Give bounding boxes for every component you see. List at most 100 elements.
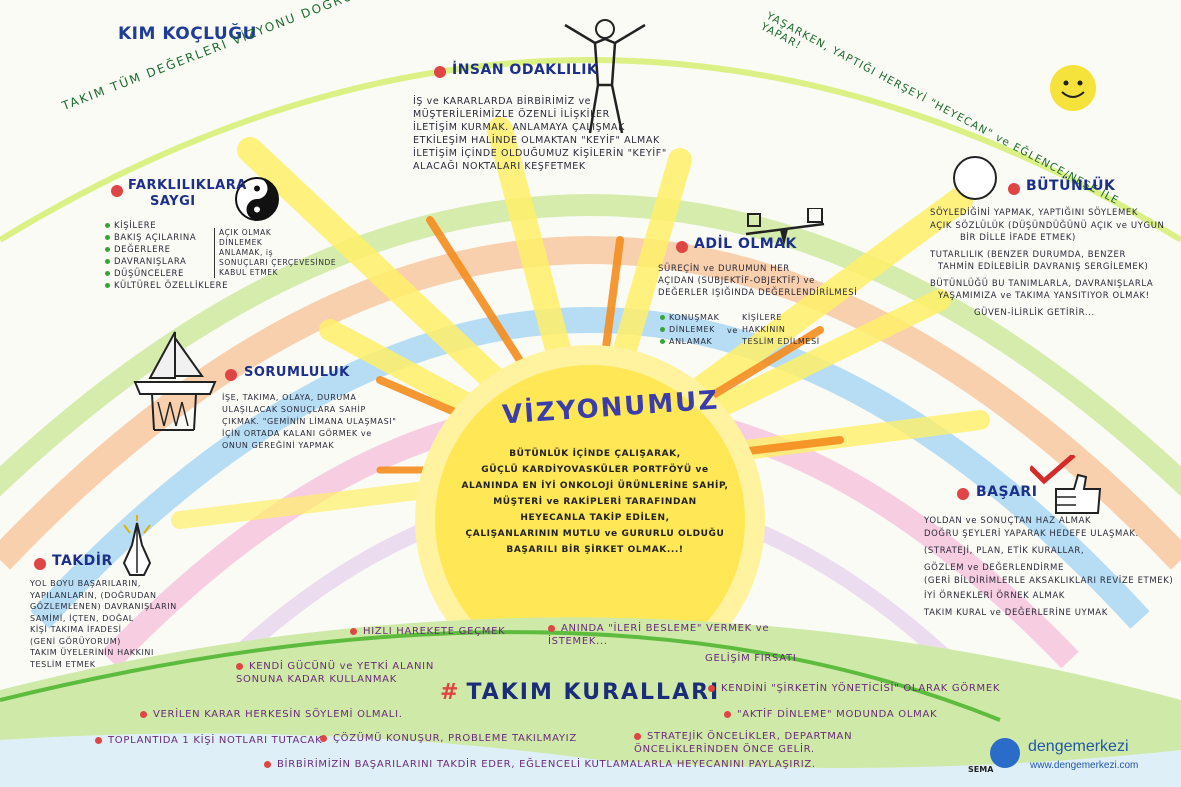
sun-core xyxy=(435,365,745,675)
bullet-dot xyxy=(111,185,123,197)
vision-text: BÜTÜNLÜK İÇİNDE ÇALIŞARAK, GÜÇLÜ KARDİYO… xyxy=(455,446,735,558)
rainbow-arc-orange xyxy=(0,236,1181,570)
smiley-sun-icon xyxy=(1050,65,1096,111)
text-line: İLETİŞİM KURMAK. ANLAMAYA ÇALIŞMAK xyxy=(413,122,625,133)
rule-item: BİRBİRİMİZİN BAŞARILARINI TAKDİR EDER, E… xyxy=(264,758,816,771)
farkliliklara-saygi-title: FARKLILIKLARA SAYGI xyxy=(128,178,247,210)
bullet-dot xyxy=(34,558,46,570)
text-line: İYİ ÖRNEKLERİ ÖRNEK ALMAK xyxy=(924,591,1065,601)
text-line: KABUL ETMEK xyxy=(219,268,279,277)
bullet-dot xyxy=(957,488,969,500)
text-line: (GERİ BİLDİRİMLERLE AKSAKLIKLARI REVİZE … xyxy=(924,576,1174,586)
list-item: DEĞERLERE xyxy=(105,244,228,256)
sailboat-icon xyxy=(130,330,220,440)
takdir-text: YOL BOYU BAŞARILARIN, YAPILANLARIN, (DOĞ… xyxy=(30,578,177,670)
list-item: KONUŞMAK xyxy=(660,312,719,324)
white-circle-icon xyxy=(953,156,997,200)
bullet-dot xyxy=(225,369,237,381)
text-line: GÜÇLÜ KARDİYOVASKÜLER PORTFÖYÜ ve xyxy=(481,465,709,475)
text-line: YAPILANLARIN, (DOĞRUDAN xyxy=(30,590,157,600)
text-line: YOL BOYU BAŞARILARIN, xyxy=(30,579,141,588)
rainbow-arc-blue xyxy=(30,307,1150,629)
text-line: İŞ ve KARARLARDA BİRBİRİMİZ ve xyxy=(413,96,592,107)
adil-olmak-title: ADİL OLMAK xyxy=(694,236,797,252)
scale-icon xyxy=(740,207,830,253)
butunluk-title: BÜTÜNLÜK xyxy=(1026,178,1116,194)
text-line: ÇALIŞANLARININ MUTLU ve GURURLU OLDUĞU xyxy=(465,529,725,539)
sorumluluk-text: İŞE, TAKIMA, OLAYA, DURUMA ULAŞILACAK SO… xyxy=(222,392,397,452)
text-line: TAKIM ÜYELERİNİN HAKKINI xyxy=(30,648,154,657)
text-line: HEYECANLA TAKİP EDİLEN, xyxy=(520,513,670,523)
outer-arc xyxy=(0,57,1181,243)
clouds xyxy=(0,733,1181,787)
title-line: SAYGI xyxy=(150,194,196,209)
ground-edge xyxy=(0,630,1001,722)
list-item: ANLAMAK xyxy=(660,336,719,348)
text-line: DİNLEMEK xyxy=(219,238,263,247)
text-line: ETKİLEŞİM HALİNDE OLMAKTAN "KEYİF" ALMAK xyxy=(413,135,660,146)
text-line: (GENİ GÖRÜYORUM) xyxy=(30,636,121,646)
sorumluluk-title: SORUMLULUK xyxy=(244,365,350,380)
text-line: TUTARLILIK (BENZER DURUMDA, BENZER xyxy=(930,249,1127,260)
bullet-dot xyxy=(1008,183,1020,195)
adil-olmak-left: KONUŞMAK DİNLEMEK ANLAMAK xyxy=(660,312,719,348)
stick-figure-icon xyxy=(560,15,650,140)
text-line: TESLİM EDİLMESİ xyxy=(742,337,820,346)
text-line: ALANINDA EN İYİ ONKOLOJİ ÜRÜNLERİNE SAHİ… xyxy=(461,481,729,491)
text-line: SÖYLEDİĞİNİ YAPMAK, YAPTIĞINI SÖYLEMEK xyxy=(930,208,1139,218)
farkliliklara-saygi-list: KİŞİLERE BAKIŞ AÇILARINA DEĞERLERE DAVRA… xyxy=(105,220,228,292)
text-line: GÖZLEMLENEN) DAVRANIŞLARIN xyxy=(30,602,177,611)
text-line: AÇIDAN (SUBJEKTİF-OBJEKTİF) ve xyxy=(658,276,816,286)
text-line: MÜŞTERİLERİMİZLE ÖZENLİ İLİŞKİLER xyxy=(413,109,610,120)
bullet-dot xyxy=(434,66,446,78)
rule-item: KENDİNİ "ŞİRKETİN YÖNETİCİSİ" OLARAK GÖR… xyxy=(708,682,1000,695)
text-line: ONUN GEREĞİNİ YAPMAK xyxy=(222,441,335,450)
text-line: BAŞARILI BİR ŞİRKET OLMAK...! xyxy=(506,545,684,555)
text-line: KİŞİLERE xyxy=(742,313,782,322)
text-line: TAKIM KURAL ve DEĞERLERİNE UYMAK xyxy=(924,608,1108,618)
page-title: KIM KOÇLUĞU xyxy=(118,24,257,44)
title-line: FARKLILIKLARA xyxy=(128,178,247,193)
text-line: TAHMİN EDİLEBİLİR DAVRANIŞ SERGİLEMEK) xyxy=(938,262,1149,272)
rule-item: HIZLI HAREKETE GEÇMEK xyxy=(350,625,505,638)
rules-title: #TAKIM KURALLARI xyxy=(440,680,720,705)
text-line: SÜREÇİN ve DURUMUN HER xyxy=(658,264,790,274)
brand-url[interactable]: www.dengemerkezi.com xyxy=(1030,760,1139,771)
rule-item: ANINDA "İLERİ BESLEME" VERMEK ve İSTEMEK… xyxy=(548,623,770,647)
text-line: BÜTÜNLÜK İÇİNDE ÇALIŞARAK, xyxy=(509,449,681,459)
list-item: DAVRANIŞLARA xyxy=(105,256,228,268)
text-line: SAMİMİ, İÇTEN, DOĞAL xyxy=(30,613,134,623)
adil-olmak-right: KİŞİLERE HAKKININ TESLİM EDİLMESİ xyxy=(742,312,820,348)
list-item: KİŞİLERE xyxy=(105,220,228,232)
basari-title: BAŞARI xyxy=(976,484,1038,500)
text-line: GÜVEN-İLİRLİK GETİRİR... xyxy=(974,307,1095,318)
yin-yang-icon xyxy=(234,176,280,222)
rainbow-arc-green xyxy=(0,194,1181,497)
rule-item: VERİLEN KARAR HERKESİN SÖYLEMİ OLMALI. xyxy=(140,708,403,721)
insan-odaklilik-title: İNSAN ODAKLILIK xyxy=(452,62,599,78)
text-line: MÜŞTERİ ve RAKİPLERİ TARAFINDAN xyxy=(493,497,697,507)
rule-item: KENDİ GÜCÜNÜ ve YETKİ ALANIN SONUNA KADA… xyxy=(236,661,434,685)
list-item: BAKIŞ AÇILARINA xyxy=(105,232,228,244)
rules-title-text: TAKIM KURALLARI xyxy=(466,680,721,705)
text-line: ALACAĞI NOKTALARI KEŞFETMEK xyxy=(413,161,586,172)
text-line: YAŞAMIMIZA ve TAKIMA YANSITIYOR OLMAK! xyxy=(938,291,1150,301)
text-line: ANLAMAK, iş xyxy=(219,248,274,257)
text-line: DOĞRU ŞEYLERİ YAPARAK HEDEFE ULAŞMAK. xyxy=(924,529,1139,539)
text-line: SONUÇLARI ÇERÇEVESİNDE xyxy=(219,258,337,267)
thumbs-up-icon xyxy=(1028,453,1110,520)
text-line: AÇIK OLMAK xyxy=(219,228,272,237)
insan-odaklilik-text: İŞ ve KARARLARDA BİRBİRİMİZ ve MÜŞTERİLE… xyxy=(413,95,673,173)
text-line: AÇIK SÖZLÜLÜK (DÜŞÜNDÜĞÜNÜ AÇIK ve UYGUN xyxy=(930,220,1165,231)
rule-item: GELİŞİM FIRSATI xyxy=(705,653,797,664)
farkliliklara-saygi-side: AÇIK OLMAK DİNLEMEK ANLAMAK, iş SONUÇLAR… xyxy=(214,228,336,278)
rule-item: STRATEJİK ÖNCELİKLER, DEPARTMAN ÖNCELİKL… xyxy=(634,731,853,755)
adil-olmak-text: SÜREÇİN ve DURUMUN HER AÇIDAN (SUBJEKTİF… xyxy=(658,263,857,299)
text-line: GÖZLEM ve DEĞERLENDİRME xyxy=(924,563,1064,573)
brand-name: dengemerkezi xyxy=(1028,738,1129,755)
list-item: KÜLTÜREL ÖZELLİKLERE xyxy=(105,280,228,292)
text-line: TESLİM ETMEK xyxy=(30,659,96,669)
text-line: (STRATEJİ, PLAN, ETİK KURALLAR, xyxy=(924,546,1085,556)
text-line: BÜTÜNLÜĞÜ BU TANIMLARLA, DAVRANIŞLARLA xyxy=(930,278,1154,289)
